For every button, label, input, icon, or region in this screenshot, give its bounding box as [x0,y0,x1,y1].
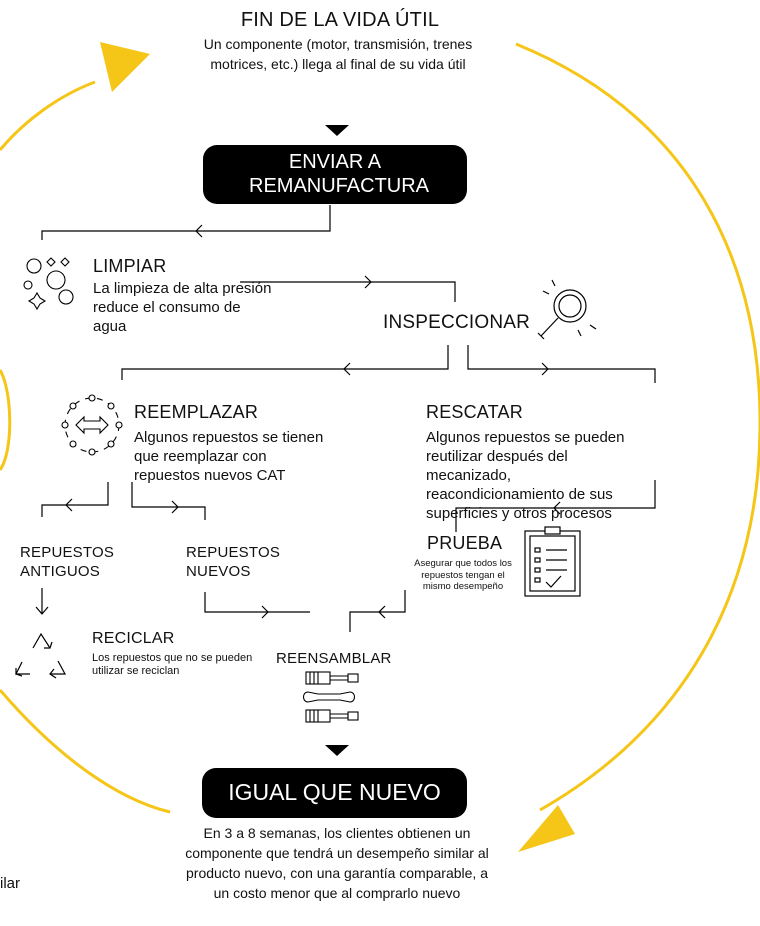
connector-replace-to-new [131,482,206,520]
connector-inspect-to-salvage [467,345,656,383]
cycle-arrowhead-bottom-right [518,805,575,852]
connector-salvage-to-test [455,480,656,532]
connector-replace-to-old [41,482,109,517]
recycle-title: RECICLAR [92,630,175,647]
cut-off-text: ilar [0,875,21,892]
like-new-description: En 3 a 8 semanas, los clientes obtienen … [185,825,489,901]
recycle-description: Los repuestos que no se pueden utilizar … [92,652,253,677]
clean-description: La limpieza de alta presión reduce el co… [93,280,272,335]
send-to-reman-label: ENVIAR A REMANUFACTURA [249,151,430,197]
new-parts-label: REPUESTOS NUEVOS [186,544,281,580]
tools-icon [302,671,359,723]
test-title: PRUEBA [427,533,503,553]
send-to-reman-pill: ENVIAR A REMANUFACTURA [203,145,467,204]
connector-inspect-to-replace [121,345,449,380]
exchange-icon [61,394,123,456]
connector-test-to-reassemble [349,590,406,632]
recycle-icon [15,632,67,679]
magnifier-icon [537,279,597,340]
end-of-life-title: FIN DE LA VIDA ÚTIL [240,9,440,31]
cycle-arc-top-right [515,42,760,812]
connector-send-to-clean [41,205,331,240]
test-description: Asegurar que todos los repuestos tengan … [414,558,512,592]
checklist-icon [524,526,581,597]
salvage-title: RESCATAR [426,402,523,422]
cycle-arc-bottom-left [0,689,171,814]
old-parts-label: REPUESTOS ANTIGUOS [20,544,115,580]
like-new-label: IGUAL QUE NUEVO [228,779,441,805]
connector-clean-to-inspect [240,281,456,302]
replace-description: Algunos repuestos se tienen que reemplaz… [134,429,324,484]
connector-new-to-reassemble [204,592,310,613]
salvage-description: Algunos repuestos se pueden reutilizar d… [426,429,625,522]
cycle-arc-mid-left [0,369,12,471]
reassemble-title: REENSAMBLAR [276,650,392,667]
replace-title: REEMPLAZAR [134,402,259,422]
cycle-arrowhead-top-left [100,42,150,92]
arrow-down-1 [325,125,349,136]
arrow-down-2 [325,745,349,756]
like-new-pill: IGUAL QUE NUEVO [202,768,467,818]
end-of-life-description: Un componente (motor, transmisión, trene… [203,36,473,72]
inspect-title: INSPECCIONAR [383,312,531,333]
cycle-arc-top-left [0,80,96,151]
clean-title: LIMPIAR [93,256,167,276]
bubbles-icon [23,257,74,311]
